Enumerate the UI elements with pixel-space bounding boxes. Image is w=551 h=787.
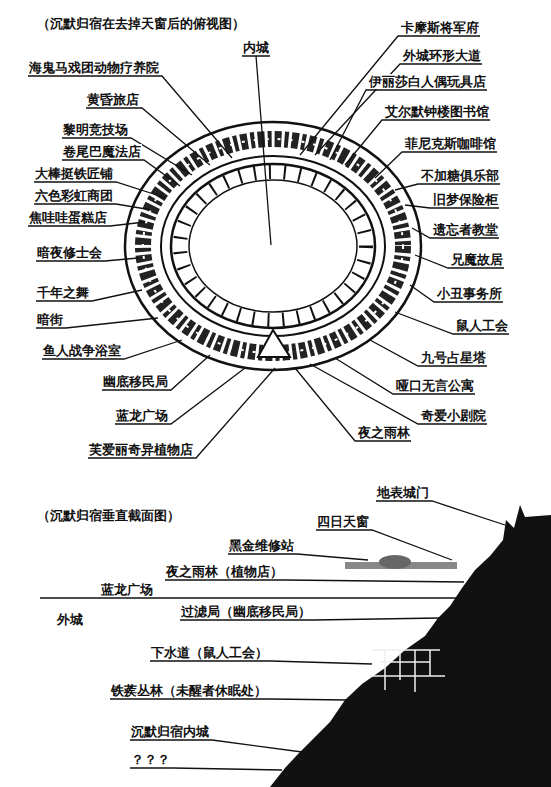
repair-station [379, 555, 411, 569]
plaza-gate [258, 330, 290, 357]
inner-edge [171, 164, 375, 328]
place-label: 鼠人工会 [455, 318, 509, 333]
place-label: 芙爱丽奇异植物店 [88, 442, 194, 457]
place-label: 沉默归宿内城 [130, 724, 210, 739]
leader-line [242, 56, 271, 245]
leader-line [228, 554, 368, 560]
place-label: 卷尾巴魔法店 [62, 144, 142, 159]
leader-line [376, 501, 505, 525]
place-label: 大棒挺铁匠铺 [34, 166, 114, 181]
leader-line [40, 597, 456, 598]
inner-pit [189, 180, 357, 312]
place-label: 幽底移民局 [102, 374, 169, 389]
place-label: 夜之雨林（植物店） [165, 564, 284, 579]
building-gaps [143, 139, 403, 353]
place-label: 卡摩斯将军府 [400, 20, 480, 35]
place-label: （沉默归宿垂直截面图） [36, 508, 181, 523]
leader-line [395, 312, 509, 334]
place-label: 外城 [56, 612, 84, 627]
leader-line [165, 580, 464, 582]
place-label: 黑金维修站 [228, 538, 295, 553]
leader-line [42, 340, 182, 359]
place-label: 地表城门 [376, 485, 430, 500]
leader-line [88, 368, 275, 458]
place-label: 蓝龙广场 [115, 408, 169, 423]
place-label: 不加糖俱乐部 [420, 168, 500, 183]
place-label: ？？？ [130, 752, 171, 767]
place-label: 哑口无言公寓 [395, 378, 475, 393]
place-label: 九号占星塔 [420, 350, 487, 365]
place-label: 暗夜修士会 [36, 245, 103, 260]
place-label: 兄魔故居 [450, 252, 504, 267]
spikes [180, 172, 366, 320]
place-label: 遗忘者教堂 [432, 222, 499, 237]
place-label: 菲尼克斯咖啡馆 [404, 136, 497, 151]
building-ring [143, 139, 403, 353]
place-label: 黄昏旅店 [86, 92, 140, 107]
place-label: 伊丽莎白人偶玩具店 [368, 74, 487, 89]
leader-line [410, 285, 503, 302]
outer-wall [125, 122, 421, 370]
place-label: 黎明竞技场 [62, 122, 129, 137]
leader-line [295, 368, 411, 441]
place-label: 铁蒺丛林（未醒者休眠处） [110, 683, 268, 698]
place-label: 蓝龙广场 [100, 582, 154, 597]
place-label: 小丑事务所 [436, 286, 503, 301]
place-label: 下水道（鼠人工会） [150, 645, 269, 660]
leader-line [395, 184, 500, 190]
leader-line [150, 661, 372, 664]
place-label: 海鬼马戏团动物疗养院 [28, 60, 160, 75]
place-label: 内城 [242, 40, 270, 55]
leader-line [130, 768, 282, 770]
leader-line [102, 355, 210, 390]
place-label: 千年之舞 [36, 285, 90, 300]
leader-line [110, 699, 348, 700]
leader-line [28, 76, 232, 158]
place-label: 六色彩虹商团 [34, 188, 114, 203]
place-label: 外城环形大道 [402, 48, 482, 63]
place-label: 夜之雨林 [357, 425, 411, 440]
sewer-tunnels [370, 650, 445, 692]
cliff-section [270, 505, 551, 787]
leader-line [310, 364, 487, 424]
place-label: 焦哇哇蛋糕店 [28, 210, 108, 225]
ring-road [161, 156, 385, 336]
place-label: 四日天窗 [316, 514, 370, 529]
leader-line [130, 740, 302, 752]
leader-line [370, 340, 487, 366]
place-label: 艾尔默钟楼图书馆 [384, 104, 490, 119]
leader-line [316, 530, 452, 560]
place-label: 鱼人战争浴室 [42, 343, 122, 358]
place-label: 旧梦保险柜 [432, 192, 499, 207]
map-title: （沉默归宿在去掉天窗后的俯视图） [36, 16, 246, 31]
place-label: 过滤局（幽底移民局） [180, 604, 312, 619]
place-label: 暗街 [36, 312, 64, 327]
place-label: 奇爱小剧院 [420, 408, 487, 423]
